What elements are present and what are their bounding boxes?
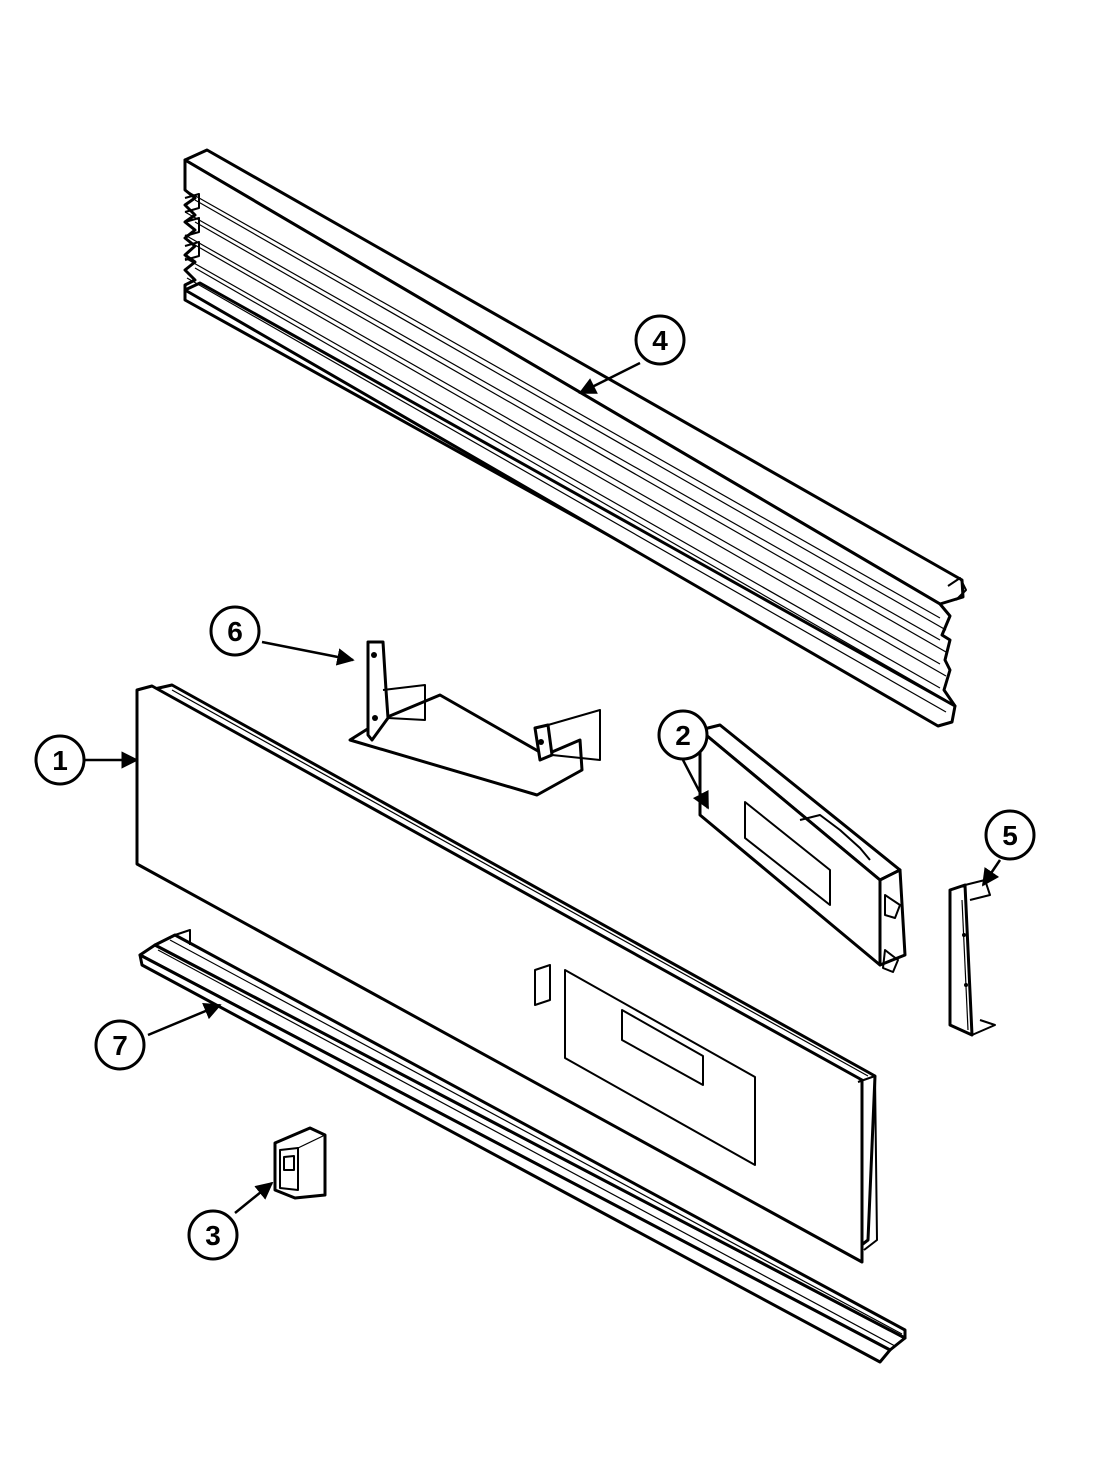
part-1-control-panel [135, 683, 878, 1264]
callout-3-label: 3 [205, 1220, 221, 1251]
leader-7 [147, 1002, 222, 1037]
callout-6-label: 6 [227, 616, 243, 647]
leader-5 [981, 859, 1002, 887]
part-4-trim-extrusion [183, 148, 967, 728]
leader-4 [578, 361, 641, 395]
callout-4-label: 4 [652, 325, 668, 356]
part-3-rocker-switch [273, 1126, 327, 1200]
callout-1-label: 1 [52, 745, 68, 776]
leader-6 [261, 640, 355, 666]
callout-6: 6 [209, 605, 261, 657]
leader-2 [681, 759, 710, 810]
callout-2-label: 2 [675, 720, 691, 751]
part-2-control-module [698, 723, 907, 973]
callout-2: 2 [657, 709, 709, 761]
part-6-bracket [348, 640, 601, 797]
callout-7-label: 7 [112, 1030, 128, 1061]
part-7-bottom-trim [138, 929, 907, 1364]
callout-4: 4 [634, 314, 686, 366]
leader-3 [234, 1181, 274, 1214]
callout-5-label: 5 [1002, 820, 1018, 851]
leader-lines [85, 361, 1002, 1214]
callout-5: 5 [984, 809, 1036, 861]
callout-7: 7 [94, 1019, 146, 1071]
callout-3: 3 [187, 1209, 239, 1261]
part-5-side-bracket [948, 879, 996, 1037]
callout-1: 1 [34, 734, 86, 786]
